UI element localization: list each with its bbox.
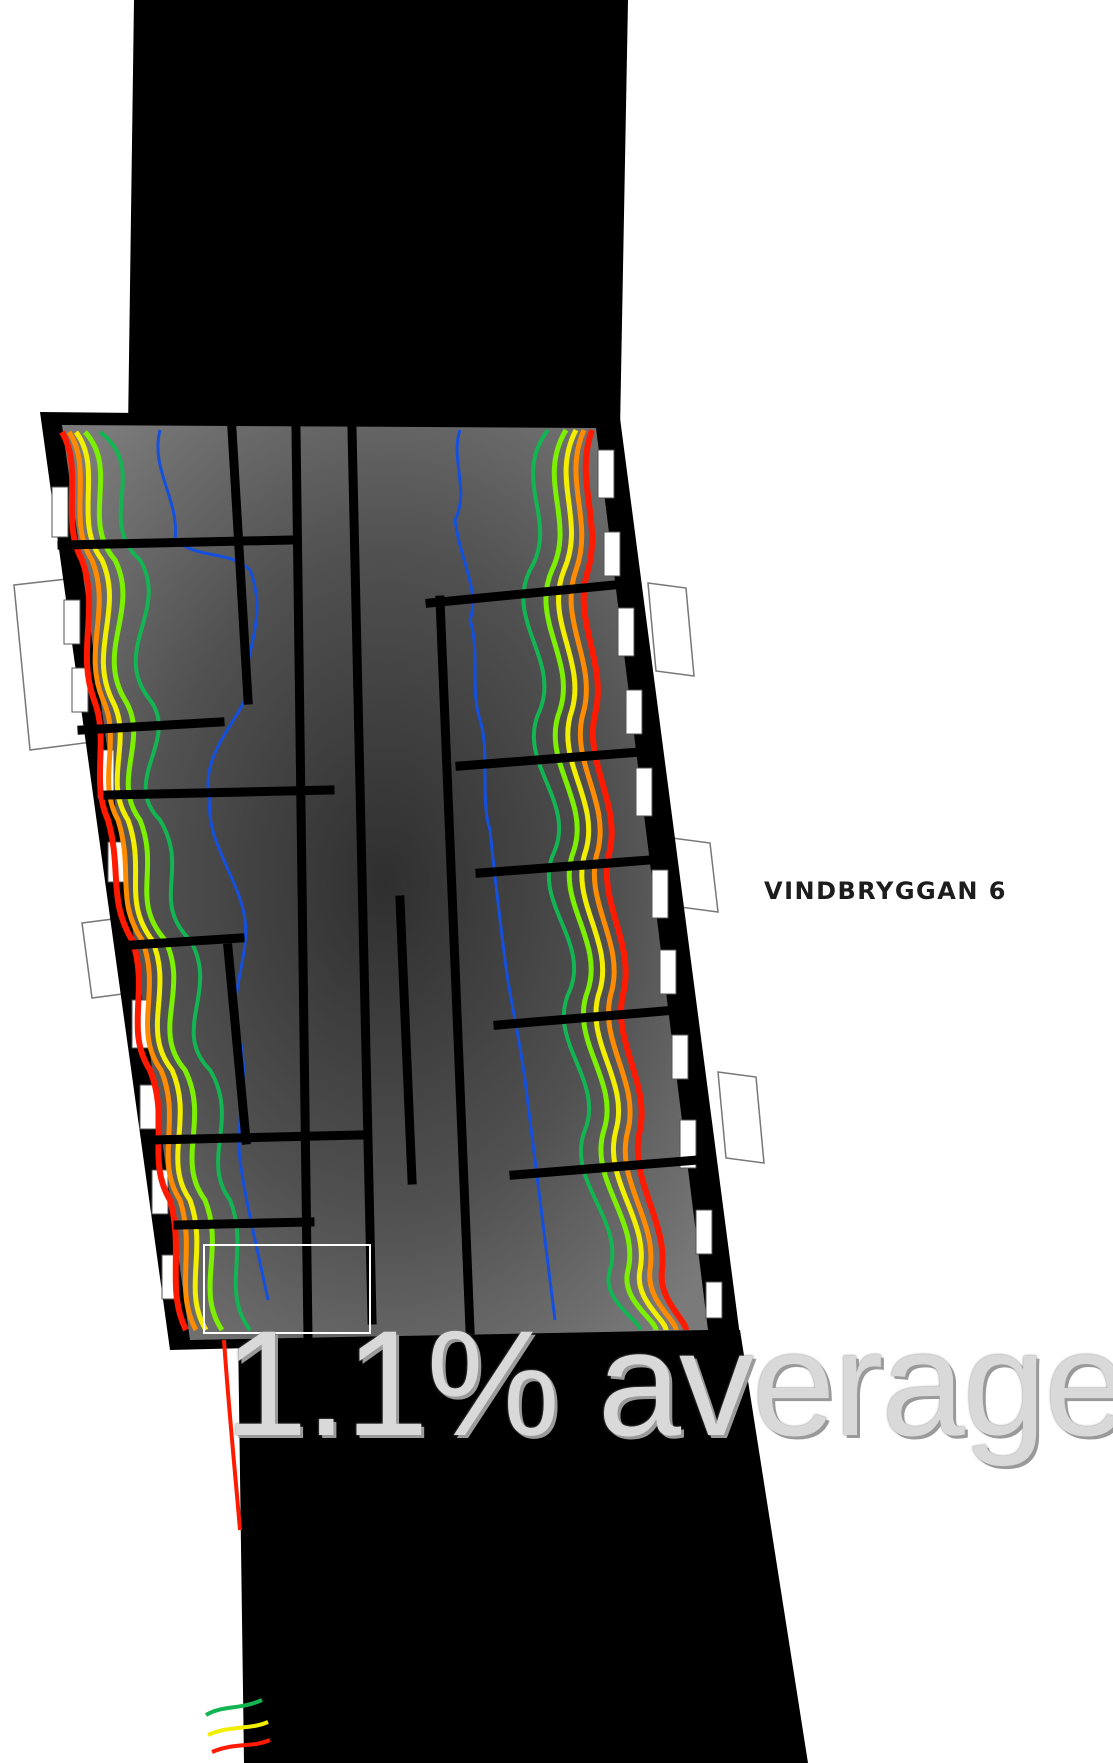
- wall: [493, 1005, 681, 1030]
- contour-orange: [568, 428, 679, 1331]
- room-outline: [203, 1244, 371, 1334]
- wall: [509, 1155, 703, 1180]
- wall: [395, 895, 417, 1185]
- daylight-contours-right: [521, 428, 689, 1331]
- wall: [173, 1217, 315, 1230]
- window: [651, 869, 669, 919]
- wall: [435, 595, 475, 1335]
- wall: [103, 785, 335, 800]
- contour-light-green: [543, 428, 659, 1331]
- wall: [291, 425, 313, 1343]
- window: [625, 689, 643, 735]
- window: [63, 599, 81, 645]
- contour-green: [521, 428, 642, 1331]
- window: [617, 607, 635, 657]
- building-name-label: VINDBRYGGAN 6: [764, 877, 1007, 905]
- contour-red: [580, 428, 689, 1331]
- wall: [127, 933, 245, 950]
- contour-red: [222, 1339, 242, 1531]
- wall: [475, 855, 655, 878]
- contour-blue: [453, 429, 557, 1321]
- balcony-outline: [647, 582, 695, 677]
- window: [603, 531, 621, 577]
- interior-walls: [57, 425, 703, 1343]
- contour-yellow: [556, 428, 669, 1331]
- contour-green: [98, 430, 252, 1332]
- daylight-contours-blue: [156, 429, 557, 1321]
- contour-yellow: [73, 430, 209, 1332]
- balcony-outline: [717, 1071, 765, 1164]
- window: [695, 1209, 713, 1255]
- window: [51, 486, 69, 538]
- window: [597, 449, 615, 499]
- wall: [147, 1130, 365, 1145]
- wall: [455, 747, 645, 771]
- window: [659, 949, 677, 995]
- wall: [77, 717, 225, 735]
- contour-yellow: [207, 1720, 269, 1737]
- window: [671, 1034, 689, 1080]
- window: [635, 767, 653, 817]
- contour-orange: [66, 430, 199, 1332]
- wall: [223, 943, 251, 1145]
- contour-marks-bottom: [204, 1339, 271, 1754]
- wall: [227, 425, 253, 705]
- wall: [425, 580, 619, 608]
- wall: [347, 425, 377, 1325]
- building-mass-bottom: [238, 1330, 808, 1763]
- daylight-contours-left: [59, 430, 252, 1332]
- window: [705, 1281, 723, 1319]
- contour-green: [204, 1698, 263, 1717]
- average-daylight-value: 1.1% average: [224, 1299, 1113, 1467]
- wall: [57, 535, 297, 550]
- contour-red: [59, 430, 189, 1332]
- building-mass-top: [128, 0, 628, 430]
- contour-light-green: [83, 430, 225, 1332]
- contour-red: [211, 1738, 271, 1754]
- contour-blue: [156, 429, 270, 1301]
